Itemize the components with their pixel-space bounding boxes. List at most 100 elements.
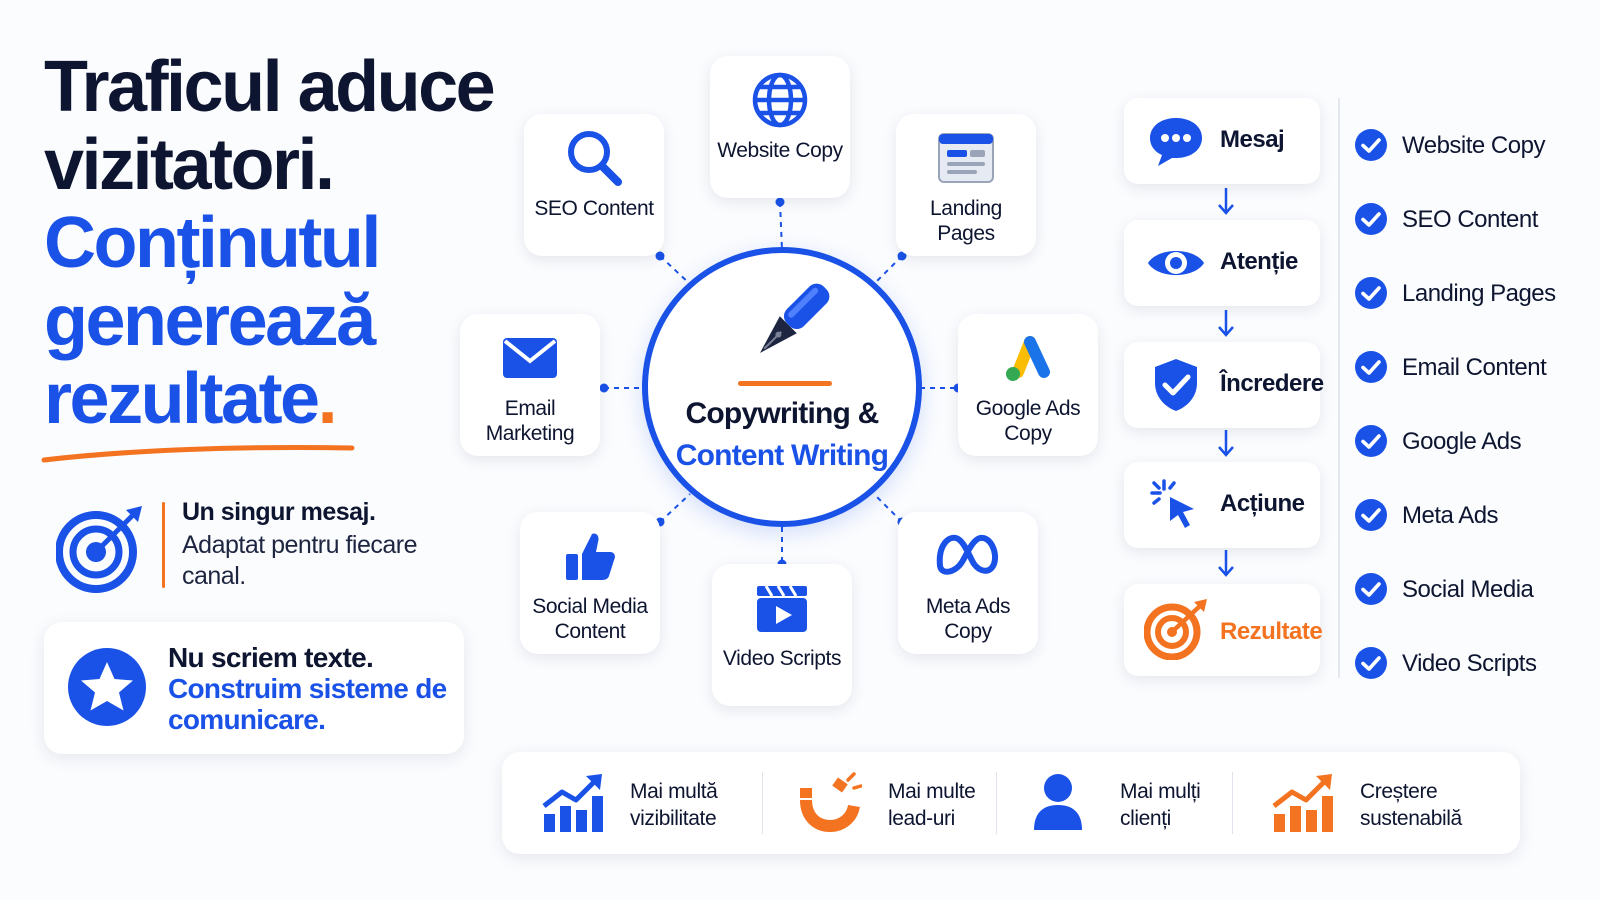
service-label-landing-pages: Landing Pages bbox=[930, 197, 1002, 245]
promise-line-1: Nu scriem texte. bbox=[168, 642, 374, 673]
service-label-seo-content: SEO Content bbox=[534, 197, 654, 220]
checklist-item-label: Landing Pages bbox=[1402, 280, 1556, 307]
flow-divider bbox=[1338, 98, 1340, 678]
google-ads-icon bbox=[1006, 336, 1050, 381]
checklist-item-label: Social Media bbox=[1402, 576, 1534, 603]
promise-card: Nu scriem texte. Construim sisteme de co… bbox=[44, 622, 464, 754]
service-label-google-ads-copy: Google Ads Copy bbox=[975, 397, 1081, 445]
browser-page-icon bbox=[938, 133, 994, 183]
service-label-website-copy: Website Copy bbox=[717, 139, 843, 162]
eye-icon bbox=[1148, 251, 1204, 275]
meta-icon bbox=[936, 534, 998, 575]
checklist-item: Social Media bbox=[1354, 570, 1594, 610]
star-icon bbox=[68, 648, 146, 726]
thumbs-up-icon bbox=[566, 533, 615, 580]
growth-chart-icon bbox=[542, 774, 603, 832]
benefit-separator bbox=[996, 772, 997, 834]
flow-step-atentie: Atenție bbox=[1124, 220, 1320, 306]
headline: Traficul aduce vizitatori. Conținutul ge… bbox=[44, 48, 514, 438]
checklist-item: Google Ads bbox=[1354, 422, 1594, 462]
service-card-seo-content[interactable]: SEO Content bbox=[524, 114, 664, 256]
check-circle-icon bbox=[1355, 425, 1387, 457]
checklist-item: Meta Ads bbox=[1354, 496, 1594, 536]
headline-line-5-text: rezultate bbox=[44, 359, 320, 439]
service-card-social-media-content[interactable]: Social Media Content bbox=[520, 512, 660, 654]
flow-label-atentie: Atenție bbox=[1220, 248, 1298, 275]
check-circle-icon bbox=[1355, 351, 1387, 383]
benefit-label-visibility: Mai multă vizibilitate bbox=[630, 780, 718, 830]
flow-step-incredere: Încredere bbox=[1124, 342, 1324, 428]
video-clapper-icon bbox=[757, 585, 807, 632]
checklist-item-label: Google Ads bbox=[1402, 428, 1522, 455]
benefit-label-growth: Creștere sustenabilă bbox=[1360, 780, 1462, 830]
hub-circle: Copywriting & Content Writing bbox=[642, 247, 922, 527]
flow-arrow-down-icon bbox=[1218, 550, 1234, 577]
service-card-google-ads-copy[interactable]: Google Ads Copy bbox=[958, 314, 1098, 456]
benefit-leads: Mai multe lead-uri bbox=[760, 752, 1014, 854]
benefit-clients: Mai mulți clienți bbox=[992, 752, 1246, 854]
magnet-icon bbox=[800, 772, 862, 833]
flow-arrow-down-icon bbox=[1218, 430, 1234, 457]
headline-line-4: generează bbox=[44, 281, 376, 361]
shield-check-icon bbox=[1155, 359, 1197, 411]
checklist-item-label: Website Copy bbox=[1402, 132, 1545, 159]
checklist-item: SEO Content bbox=[1354, 200, 1594, 240]
globe-icon bbox=[752, 72, 808, 128]
benefit-growth: Creștere sustenabilă bbox=[1232, 752, 1486, 854]
check-circle-icon bbox=[1355, 573, 1387, 605]
target-icon bbox=[56, 506, 142, 593]
service-card-email-marketing[interactable]: Email Marketing bbox=[460, 314, 600, 456]
checklist-item-label: Email Content bbox=[1402, 354, 1547, 381]
headline-line-1: Traficul aduce bbox=[44, 47, 496, 127]
checklist-item: Email Content bbox=[1354, 348, 1594, 388]
flow-label-rezultate: Rezultate bbox=[1220, 618, 1323, 645]
cursor-click-icon bbox=[1150, 479, 1194, 528]
growth-chart-icon bbox=[1272, 774, 1333, 832]
check-circle-icon bbox=[1355, 129, 1387, 161]
headline-underline bbox=[41, 445, 355, 463]
service-card-landing-pages[interactable]: Landing Pages bbox=[896, 114, 1036, 256]
flow-step-actiune: Acțiune bbox=[1124, 462, 1320, 548]
checklist-item-label: SEO Content bbox=[1402, 206, 1538, 233]
hub-orange-underline bbox=[738, 381, 832, 386]
service-label-video-scripts: Video Scripts bbox=[722, 647, 842, 670]
envelope-icon bbox=[503, 338, 557, 378]
checklist-item: Website Copy bbox=[1354, 126, 1594, 166]
hub-title: Copywriting & bbox=[685, 397, 880, 430]
single-message-divider bbox=[162, 502, 165, 588]
check-circle-icon bbox=[1355, 647, 1387, 679]
service-card-website-copy[interactable]: Website Copy bbox=[710, 56, 850, 198]
target-icon bbox=[1144, 599, 1207, 660]
user-icon bbox=[1034, 774, 1082, 830]
benefit-separator bbox=[1232, 772, 1233, 834]
benefit-separator bbox=[762, 772, 763, 834]
benefit-label-leads: Mai multe lead-uri bbox=[888, 780, 976, 830]
check-circle-icon bbox=[1355, 277, 1387, 309]
checklist-item-label: Video Scripts bbox=[1402, 650, 1537, 677]
benefits-bar: Mai multă vizibilitate Mai multe lead-ur… bbox=[502, 752, 1520, 854]
hub-subtitle: Content Writing bbox=[675, 439, 889, 472]
magnifier-icon bbox=[568, 131, 622, 186]
flow-arrow-down-icon bbox=[1218, 310, 1234, 337]
benefit-label-clients: Mai mulți clienți bbox=[1120, 780, 1201, 830]
single-message-subtitle: Adaptat pentru fiecare canal. bbox=[182, 531, 418, 590]
checklist-item: Video Scripts bbox=[1354, 644, 1594, 684]
fountain-pen-icon bbox=[760, 283, 830, 353]
check-circle-icon bbox=[1355, 203, 1387, 235]
flow-step-rezultate: Rezultate bbox=[1124, 584, 1323, 676]
headline-line-2: vizitatori. bbox=[44, 125, 335, 205]
service-card-video-scripts[interactable]: Video Scripts bbox=[712, 564, 852, 706]
check-circle-icon bbox=[1355, 499, 1387, 531]
flow-label-incredere: Încredere bbox=[1220, 370, 1324, 397]
flow-label-mesaj: Mesaj bbox=[1220, 126, 1285, 153]
checklist-item: Landing Pages bbox=[1354, 274, 1594, 314]
checklist-item-label: Meta Ads bbox=[1402, 502, 1499, 529]
headline-line-3: Conținutul bbox=[44, 203, 381, 283]
service-label-email-marketing: Email Marketing bbox=[485, 397, 575, 445]
service-label-social-media-content: Social Media Content bbox=[532, 595, 648, 643]
service-label-meta-ads-copy: Meta Ads Copy bbox=[925, 595, 1011, 643]
flow-step-mesaj: Mesaj bbox=[1124, 98, 1320, 184]
single-message-block: Un singur mesaj. Adaptat pentru fiecare … bbox=[56, 498, 476, 598]
flow-label-actiune: Acțiune bbox=[1220, 490, 1305, 517]
service-card-meta-ads-copy[interactable]: Meta Ads Copy bbox=[898, 512, 1038, 654]
